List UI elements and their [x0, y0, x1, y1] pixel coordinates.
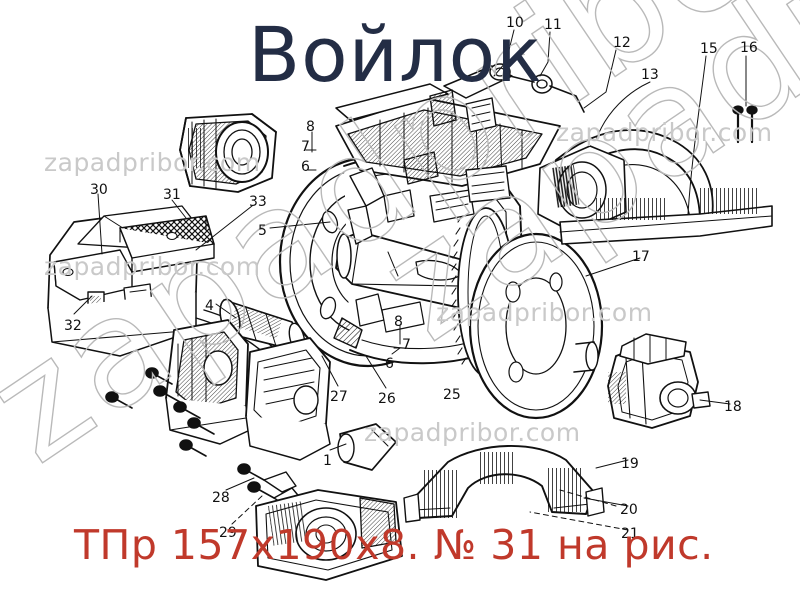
callout-6-upper: 6 — [301, 159, 310, 175]
callout-13: 13 — [641, 67, 659, 83]
callout-17: 17 — [632, 249, 650, 265]
callout-28: 28 — [212, 490, 230, 506]
callout-30: 30 — [90, 182, 108, 198]
callout-8-lower: 8 — [394, 314, 403, 330]
part-sleeve-1 — [337, 423, 397, 471]
page-title: Войлок — [248, 10, 544, 99]
callout-5: 5 — [258, 223, 267, 239]
part-upper-bracket — [179, 113, 277, 193]
part-saddle-mount — [403, 445, 605, 523]
callout-12: 12 — [613, 35, 631, 51]
callout-29: 29 — [219, 525, 237, 541]
part-internal-linkage — [333, 151, 511, 349]
part-upper-arm — [537, 105, 773, 245]
callout-15: 15 — [700, 41, 718, 57]
callout-11: 11 — [544, 17, 562, 33]
callout-27: 27 — [330, 389, 348, 405]
callout-20: 20 — [620, 502, 638, 518]
part-top-linkage — [335, 63, 585, 133]
callout-16: 16 — [740, 40, 758, 56]
callout-1: 1 — [323, 453, 332, 469]
callout-26: 26 — [378, 391, 396, 407]
callout-18: 18 — [724, 399, 742, 415]
part-specification-caption: ТПр 157х190х8. № 31 на рис. — [74, 521, 714, 569]
callout-19: 19 — [621, 456, 639, 472]
callout-4: 4 — [205, 298, 214, 314]
callout-8-upper: 8 — [306, 119, 315, 135]
part-filter-element — [47, 205, 215, 357]
callout-32: 32 — [64, 318, 82, 334]
callout-31: 31 — [163, 187, 181, 203]
part-bottom-housing — [255, 489, 403, 581]
callout-10: 10 — [506, 15, 524, 31]
part-pump-18 — [607, 333, 711, 429]
callout-6-lower: 6 — [385, 356, 394, 372]
callout-leader-lines — [73, 29, 747, 531]
callout-33: 33 — [249, 194, 267, 210]
callout-21: 21 — [621, 526, 639, 542]
part-flywheel — [468, 232, 604, 420]
callout-25: 25 — [443, 387, 461, 403]
callout-7-upper: 7 — [301, 139, 310, 155]
part-bracket-27 — [165, 319, 251, 445]
callout-7-lower: 7 — [402, 337, 411, 353]
part-bracket-26 — [245, 337, 331, 461]
